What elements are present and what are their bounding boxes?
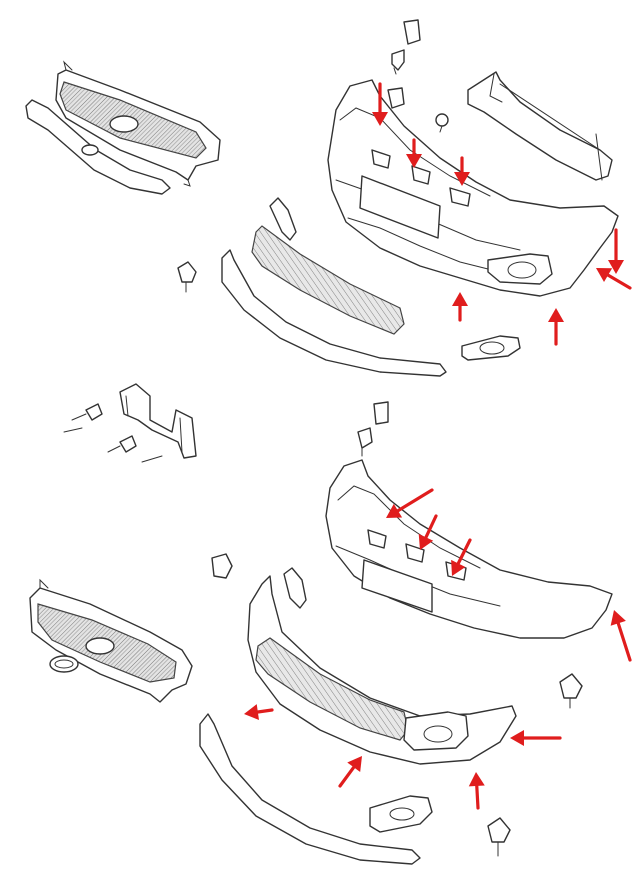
bolt-bottom-2 bbox=[119, 435, 137, 453]
arrow-head bbox=[451, 559, 466, 576]
bolt-top bbox=[435, 113, 449, 133]
mount-bracket-bottom bbox=[63, 383, 197, 463]
removal-arrow bbox=[451, 538, 472, 576]
arrow-head bbox=[406, 154, 422, 168]
removal-arrow bbox=[386, 488, 434, 518]
arrow-head bbox=[244, 704, 259, 720]
removal-arrow bbox=[372, 82, 388, 126]
arrow-shaft bbox=[424, 514, 438, 539]
bumper-cover-top bbox=[327, 79, 619, 297]
removal-arrow bbox=[596, 268, 632, 290]
arrow-head bbox=[510, 730, 524, 746]
arrow-shaft bbox=[396, 488, 434, 513]
arrow-head bbox=[610, 610, 626, 626]
upper-grille-bottom bbox=[29, 578, 193, 703]
arrow-shaft bbox=[475, 784, 480, 810]
tow-cover-top bbox=[269, 197, 297, 241]
arrow-shaft bbox=[456, 538, 472, 566]
arrow-shaft bbox=[606, 273, 632, 290]
lower-trim-bottom bbox=[199, 713, 421, 865]
clip-top-1 bbox=[391, 19, 421, 75]
license-plate-recess-bottom bbox=[361, 559, 433, 613]
grille-emblem-bottom bbox=[85, 637, 115, 655]
removal-arrow bbox=[510, 730, 562, 746]
arrow-shaft bbox=[616, 621, 632, 662]
bumper-cover-bottom bbox=[325, 459, 613, 639]
removal-arrow bbox=[468, 772, 485, 810]
arrow-head bbox=[386, 503, 403, 518]
arrow-head bbox=[372, 112, 388, 126]
trim-emblem-top bbox=[81, 144, 99, 156]
removal-arrow bbox=[610, 610, 632, 662]
removal-arrow bbox=[418, 514, 438, 550]
clip-top-2 bbox=[387, 87, 405, 109]
fog-cover-bottom bbox=[369, 795, 433, 833]
grille-trim-top bbox=[25, 99, 171, 195]
arrow-head bbox=[418, 533, 434, 550]
arrow-shaft bbox=[256, 708, 274, 714]
arrow-head bbox=[548, 308, 564, 322]
grille-emblem-top bbox=[109, 115, 139, 133]
removal-arrow bbox=[454, 156, 470, 186]
removal-arrow bbox=[338, 756, 362, 788]
removal-arrows bbox=[244, 82, 632, 810]
removal-arrow bbox=[244, 704, 274, 720]
arrow-head bbox=[454, 172, 470, 186]
arrow-head bbox=[596, 268, 613, 282]
arrow-head bbox=[608, 260, 624, 274]
clip-left-top bbox=[177, 261, 197, 293]
bumper-lower-bottom bbox=[247, 575, 517, 765]
fog-cover-top bbox=[461, 335, 521, 361]
fog-recess-bottom bbox=[403, 711, 469, 751]
lower-grille-top bbox=[251, 225, 405, 335]
clip-bottom-3 bbox=[487, 817, 511, 857]
clip-bottom-2 bbox=[211, 553, 233, 579]
arrow-head bbox=[452, 292, 468, 306]
removal-arrow bbox=[548, 308, 564, 346]
arrow-shaft bbox=[338, 765, 356, 788]
removal-arrow bbox=[452, 292, 468, 322]
clip-bottom-1 bbox=[357, 401, 389, 457]
arrow-head bbox=[347, 756, 362, 773]
reinforcement-bracket-top bbox=[467, 71, 613, 181]
bolt-bottom-1 bbox=[85, 403, 103, 421]
arrow-head bbox=[468, 772, 485, 787]
emblem-bottom bbox=[49, 655, 79, 673]
fog-recess-top bbox=[487, 253, 553, 285]
clip-right-bottom bbox=[559, 673, 583, 709]
lower-trim-top bbox=[221, 249, 447, 377]
removal-arrow bbox=[406, 138, 422, 168]
removal-arrow bbox=[608, 228, 624, 274]
tow-cover-bottom bbox=[283, 567, 307, 609]
upper-grille-top bbox=[55, 60, 221, 187]
license-plate-recess-top bbox=[359, 175, 441, 239]
